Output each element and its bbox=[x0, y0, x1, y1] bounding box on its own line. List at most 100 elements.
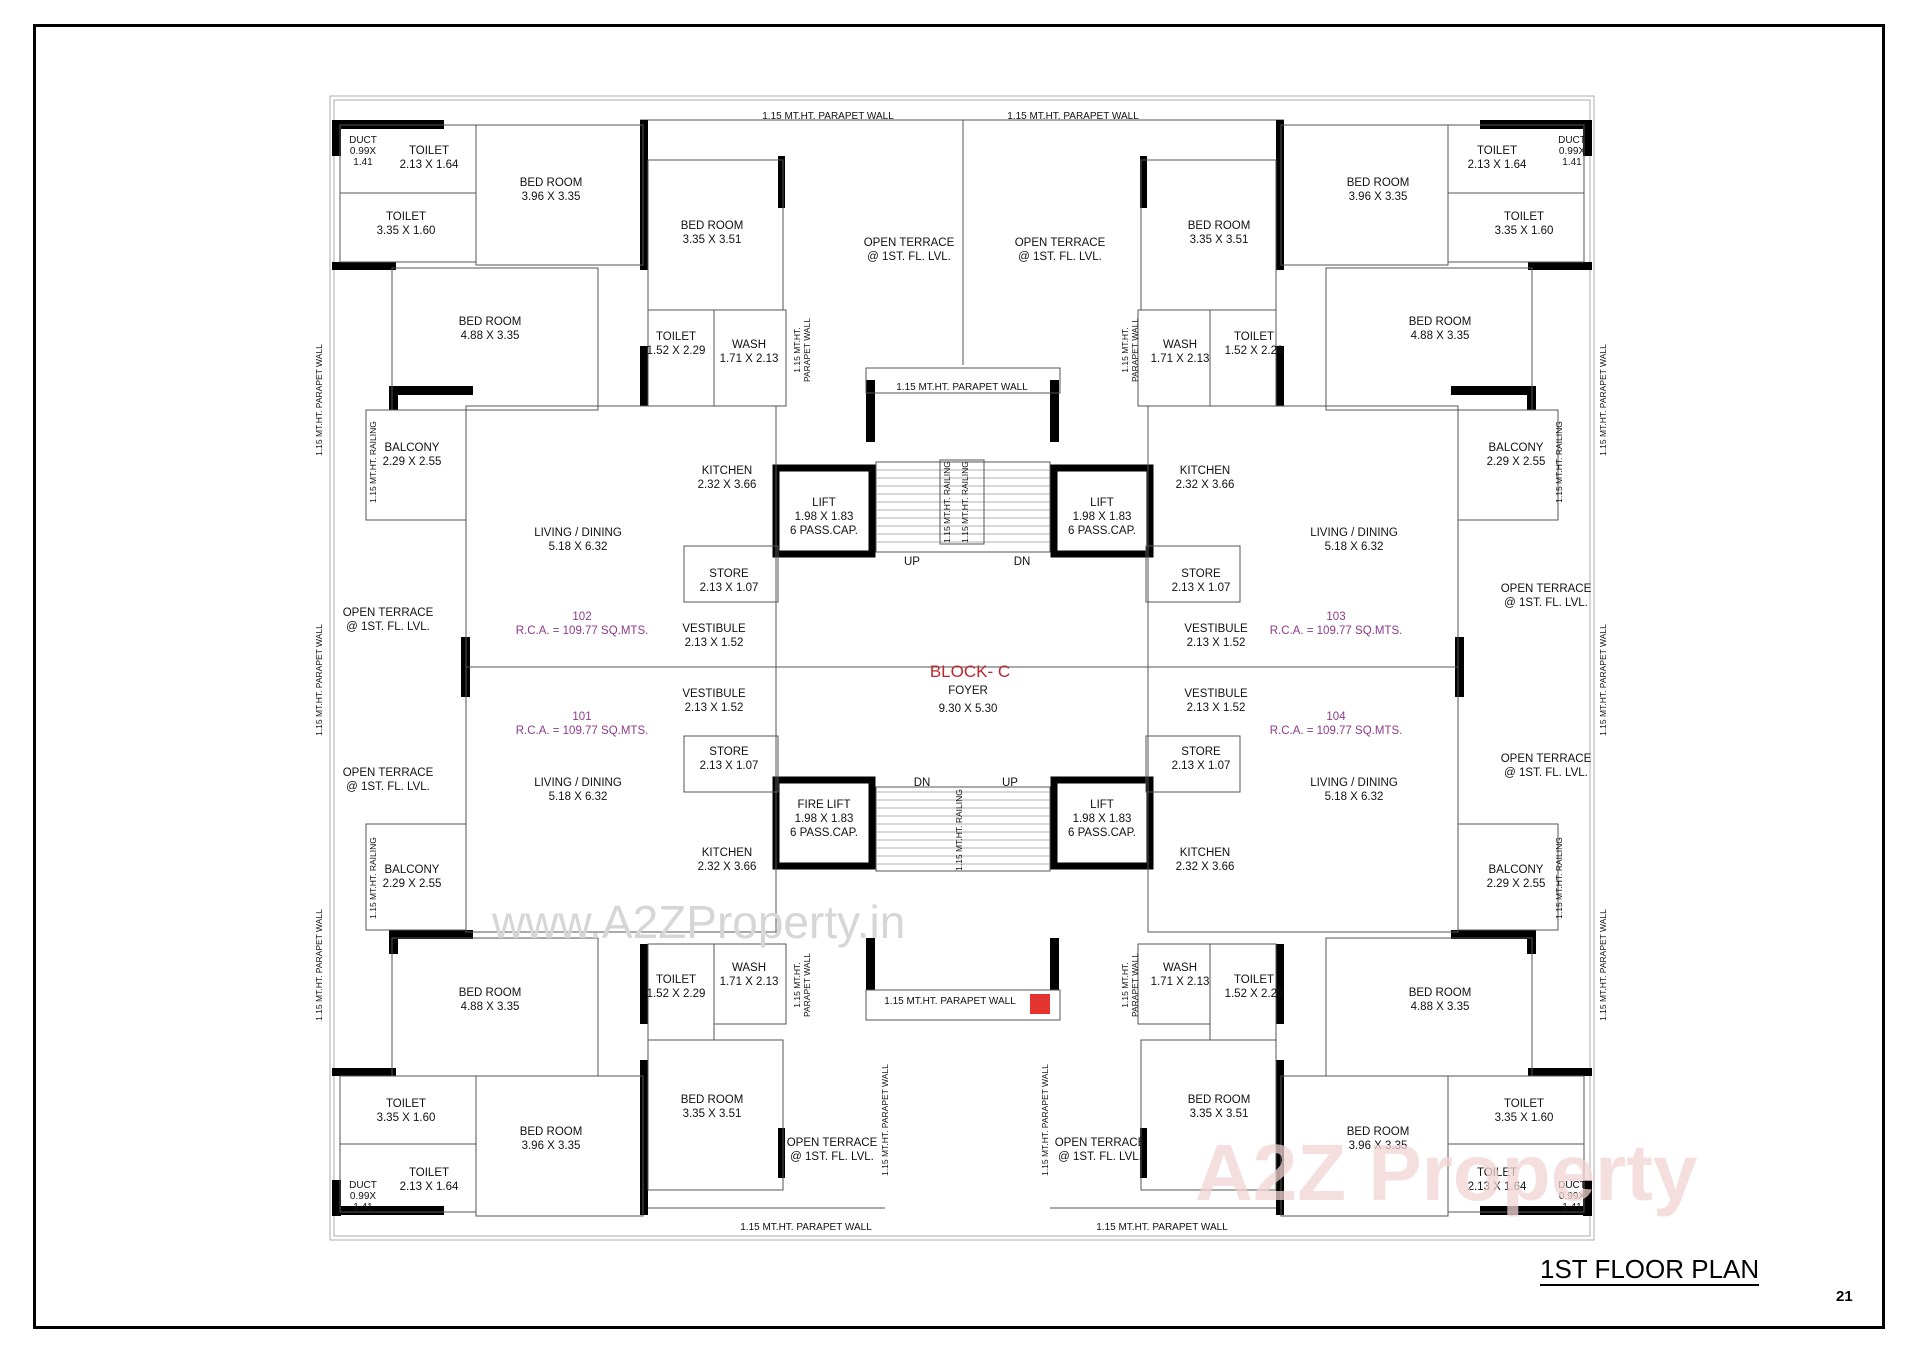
terrace-label: OPEN TERRACE bbox=[343, 767, 434, 779]
bedroom-label: BED ROOM bbox=[1409, 987, 1472, 999]
bedroom-label: BED ROOM bbox=[459, 987, 522, 999]
parapet-label: 1.15 MT.HT. PARAPET WALL bbox=[740, 1222, 872, 1233]
terrace-label: OPEN TERRACE bbox=[343, 607, 434, 619]
terrace-label: @ 1ST. FL. LVL. bbox=[346, 621, 430, 633]
vestibule-label-dim: 2.13 X 1.52 bbox=[1187, 702, 1246, 714]
toilet-label: TOILET bbox=[386, 1098, 426, 1110]
terrace-label: @ 1ST. FL. LVL. bbox=[1058, 1151, 1142, 1163]
living-label-dim: 5.18 X 6.32 bbox=[1325, 541, 1384, 553]
parapet-label: 1.15 MT.HT. PARAPET WALL bbox=[314, 344, 324, 456]
duct-dim: 0.99X bbox=[350, 146, 376, 157]
toilet-label-dim: 1.52 X 2.29 bbox=[1225, 988, 1284, 1000]
railing-label: 1.15 MT.HT. RAILING bbox=[1554, 421, 1564, 503]
duct-label: DUCT bbox=[349, 1180, 377, 1191]
fire-lift-label: FIRE LIFT bbox=[797, 799, 850, 811]
parapet-label: 1.15 MT.HT. PARAPET WALL bbox=[896, 382, 1028, 393]
vestibule-label: VESTIBULE bbox=[682, 623, 746, 635]
unit-number: 103 bbox=[1326, 611, 1345, 623]
toilet-label-dim: 3.35 X 1.60 bbox=[1495, 1112, 1554, 1124]
vestibule-label-dim: 2.13 X 1.52 bbox=[1187, 637, 1246, 649]
terrace-label: OPEN TERRACE bbox=[1501, 583, 1592, 595]
wash-label: WASH bbox=[732, 962, 766, 974]
kitchen-label: KITCHEN bbox=[1180, 847, 1230, 859]
bedroom-label: BED ROOM bbox=[520, 177, 583, 189]
duct-dim: 1.41 bbox=[1562, 1202, 1582, 1213]
site-watermark: www.A2ZProperty.in bbox=[491, 896, 905, 948]
living-label-dim: 5.18 X 6.32 bbox=[549, 541, 608, 553]
wash-label: WASH bbox=[732, 339, 766, 351]
toilet-label-dim: 3.35 X 1.60 bbox=[377, 1112, 436, 1124]
railing-label: 1.15 MT.HT. RAILING bbox=[368, 837, 378, 919]
unit-area: R.C.A. = 109.77 SQ.MTS. bbox=[516, 625, 649, 637]
duct-dim: 1.41 bbox=[353, 157, 373, 168]
wash-label-dim: 1.71 X 2.13 bbox=[720, 976, 779, 988]
railing-label: 1.15 MT.HT. RAILING bbox=[954, 789, 964, 871]
bedroom-label-dim: 4.88 X 3.35 bbox=[1411, 1001, 1470, 1013]
duct-dim: 1.41 bbox=[353, 1202, 373, 1213]
living-label: LIVING / DINING bbox=[1310, 527, 1398, 539]
balcony-label-dim: 2.29 X 2.55 bbox=[383, 456, 442, 468]
parapet-label: 1.15 MT.HT. PARAPET WALL bbox=[314, 624, 324, 736]
balcony-label: BALCONY bbox=[385, 864, 440, 876]
parapet-label: PARAPET WALL bbox=[802, 953, 812, 1017]
toilet-label-dim: 2.13 X 1.64 bbox=[1468, 159, 1527, 171]
terrace-label: @ 1ST. FL. LVL. bbox=[790, 1151, 874, 1163]
parapet-label: 1.15 MT.HT. PARAPET WALL bbox=[1040, 1064, 1050, 1176]
bedroom-label: BED ROOM bbox=[520, 1126, 583, 1138]
toilet-label-dim: 1.52 X 2.29 bbox=[647, 345, 706, 357]
railing-label: 1.15 MT.HT. RAILING bbox=[960, 461, 970, 543]
plan-title: 1ST FLOOR PLAN bbox=[1540, 1254, 1760, 1286]
terrace-label: OPEN TERRACE bbox=[1015, 237, 1106, 249]
toilet-label-dim: 3.35 X 1.60 bbox=[1495, 225, 1554, 237]
store-label: STORE bbox=[709, 568, 749, 580]
store-label-dim: 2.13 X 1.07 bbox=[700, 760, 759, 772]
parapet-label: 1.15 MT.HT. bbox=[792, 962, 802, 1007]
lift-cap: 6 PASS.CAP. bbox=[790, 525, 858, 537]
toilet-label: TOILET bbox=[1504, 1098, 1544, 1110]
parapet-label: 1.15 MT.HT. PARAPET WALL bbox=[1598, 624, 1608, 736]
lift-dim: 1.98 X 1.83 bbox=[1073, 511, 1132, 523]
railing-label: 1.15 MT.HT. RAILING bbox=[368, 421, 378, 503]
block-title: BLOCK- C bbox=[930, 662, 1010, 681]
kitchen-label-dim: 2.32 X 3.66 bbox=[1176, 479, 1235, 491]
terrace-label: @ 1ST. FL. LVL. bbox=[1504, 767, 1588, 779]
lift-cap: 6 PASS.CAP. bbox=[1068, 827, 1136, 839]
railing-label: 1.15 MT.HT. RAILING bbox=[1554, 837, 1564, 919]
toilet-label: TOILET bbox=[1234, 974, 1274, 986]
page-number: 21 bbox=[1836, 1288, 1853, 1305]
bedroom-label-dim: 3.35 X 3.51 bbox=[683, 1108, 742, 1120]
parapet-label: 1.15 MT.HT. PARAPET WALL bbox=[880, 1064, 890, 1176]
lift-cap: 6 PASS.CAP. bbox=[1068, 525, 1136, 537]
toilet-label: TOILET bbox=[656, 331, 696, 343]
parapet-label: 1.15 MT.HT. PARAPET WALL bbox=[1096, 1222, 1228, 1233]
store-label-dim: 2.13 X 1.07 bbox=[1172, 582, 1231, 594]
stair-up-label: UP bbox=[1002, 777, 1018, 789]
bedroom-label: BED ROOM bbox=[1409, 316, 1472, 328]
foyer-dim: 9.30 X 5.30 bbox=[939, 703, 998, 715]
balcony-label-dim: 2.29 X 2.55 bbox=[1487, 878, 1546, 890]
bedroom-label: BED ROOM bbox=[681, 1094, 744, 1106]
balcony-label: BALCONY bbox=[1489, 442, 1544, 454]
kitchen-label-dim: 2.32 X 3.66 bbox=[698, 479, 757, 491]
stair-up-label: UP bbox=[904, 556, 920, 568]
walls bbox=[332, 120, 1592, 1216]
bedroom-label-dim: 4.88 X 3.35 bbox=[461, 1001, 520, 1013]
vestibule-label: VESTIBULE bbox=[1184, 623, 1248, 635]
toilet-label-dim: 2.13 X 1.64 bbox=[400, 159, 459, 171]
duct-dim: 0.99X bbox=[1559, 1191, 1585, 1202]
parapet-label: 1.15 MT.HT. bbox=[1120, 962, 1130, 1007]
unit-area: R.C.A. = 109.77 SQ.MTS. bbox=[516, 725, 649, 737]
vestibule-label-dim: 2.13 X 1.52 bbox=[685, 637, 744, 649]
toilet-label: TOILET bbox=[1477, 1167, 1517, 1179]
store-label-dim: 2.13 X 1.07 bbox=[1172, 760, 1231, 772]
terrace-label: @ 1ST. FL. LVL. bbox=[346, 781, 430, 793]
railing-label: 1.15 MT.HT. RAILING bbox=[942, 461, 952, 543]
wash-label-dim: 1.71 X 2.13 bbox=[720, 353, 779, 365]
living-label-dim: 5.18 X 6.32 bbox=[1325, 791, 1384, 803]
bedroom-label: BED ROOM bbox=[1188, 1094, 1251, 1106]
store-label: STORE bbox=[1181, 568, 1221, 580]
kitchen-label-dim: 2.32 X 3.66 bbox=[1176, 861, 1235, 873]
lift-label: LIFT bbox=[1090, 497, 1114, 509]
living-label: LIVING / DINING bbox=[1310, 777, 1398, 789]
